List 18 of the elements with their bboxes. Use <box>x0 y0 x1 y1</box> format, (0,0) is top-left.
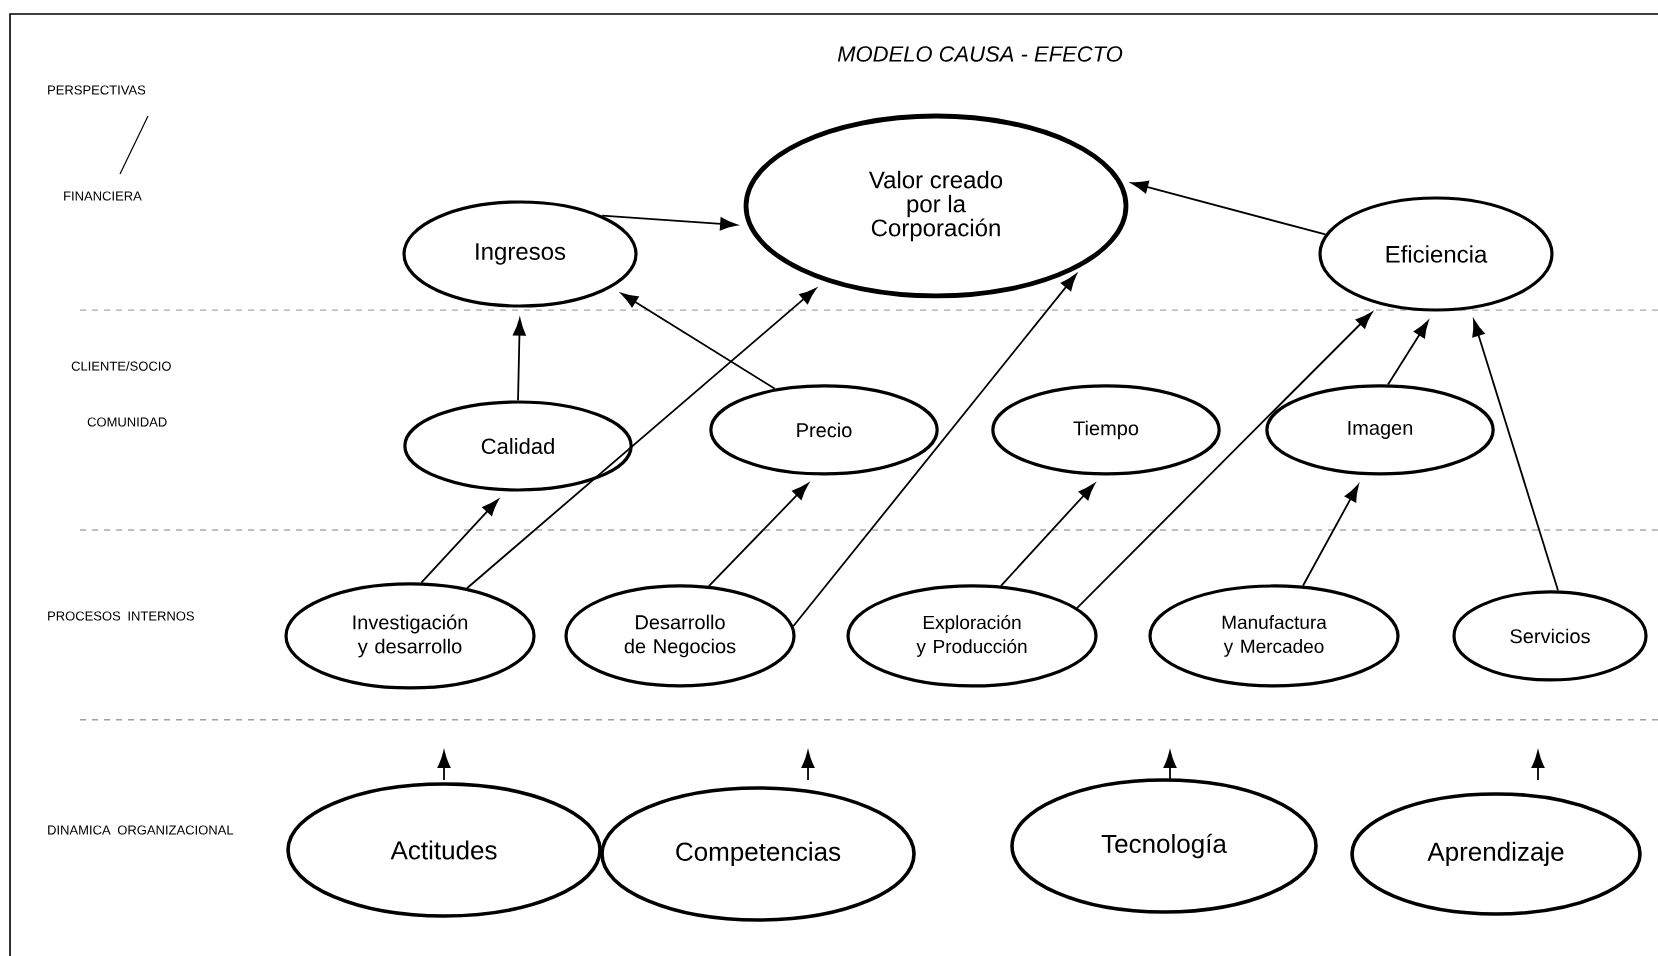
arrow <box>801 751 815 781</box>
arrow <box>1163 751 1177 781</box>
arrow <box>1076 312 1373 609</box>
arrow <box>707 483 809 587</box>
arrow <box>437 751 451 781</box>
arrow <box>1302 484 1359 587</box>
title: MODELO CAUSA - EFECTO <box>837 46 1123 62</box>
arrow <box>621 292 776 390</box>
arrow <box>1131 180 1327 236</box>
arrow <box>1387 320 1429 386</box>
arrow <box>1472 319 1559 592</box>
arrow <box>466 288 817 590</box>
arrow <box>792 273 1077 627</box>
arrow <box>420 499 499 584</box>
arrow <box>1531 751 1545 781</box>
arrow <box>513 318 526 402</box>
arrow <box>1000 483 1095 587</box>
arrow <box>601 214 738 231</box>
